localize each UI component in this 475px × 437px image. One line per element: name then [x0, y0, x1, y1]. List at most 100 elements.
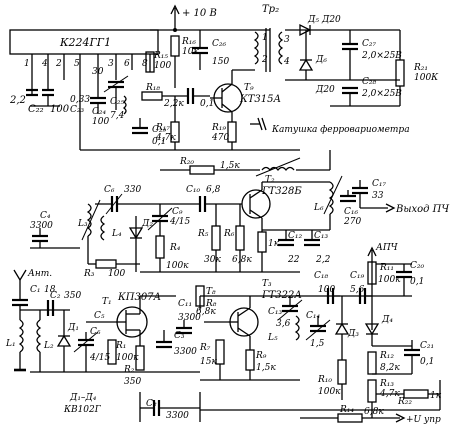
svg-text:270: 270 — [343, 217, 361, 227]
svg-text:КВ102Г: КВ102Г — [63, 405, 102, 415]
svg-text:0,1: 0,1 — [200, 99, 214, 109]
svg-text:3300: 3300 — [174, 347, 197, 357]
ic-pin-4: 4 — [41, 59, 48, 69]
antenna-input: Ант. C₁ 18 C₂ 350 L₁ L₂ — [5, 269, 110, 373]
svg-text:C₁₈: C₁₈ — [314, 271, 328, 281]
svg-text:Д₂: Д₂ — [141, 219, 153, 229]
svg-text:R₁₃: R₁₃ — [379, 379, 394, 389]
svg-text:2,0×25В: 2,0×25В — [361, 89, 402, 99]
svg-text:R₃: R₃ — [83, 269, 95, 279]
stage-t3: T₃ ГТ322А T₈ R₈ 6,8к C₁₁ 3300 R₇ 15к R₉ … — [176, 279, 302, 381]
svg-text:30: 30 — [92, 67, 104, 77]
mixer-stage-t2: T₂ ГТ328Б C₆ 330 C₁₀ 6,8 C₉ 4/15 R₄ 100к — [95, 175, 331, 273]
svg-text:C₂₈: C₂₈ — [362, 77, 376, 87]
svg-text:Д₃: Д₃ — [347, 329, 359, 339]
agc-detector: C₁₃ 3,6 L₅ C₁₄ 1,5 C₁₈ 100 Д₃ R₁₀ 100к — [267, 271, 359, 400]
svg-text:1,5: 1,5 — [310, 339, 325, 349]
svg-text:15к: 15к — [200, 357, 217, 367]
svg-text:470: 470 — [211, 133, 229, 143]
ic-pin-3: 3 — [108, 59, 114, 69]
svg-text:4: 4 — [283, 57, 290, 67]
svg-text:1: 1 — [262, 33, 268, 43]
svg-text:АПЧ: АПЧ — [375, 243, 399, 253]
svg-text:3,6: 3,6 — [276, 319, 291, 329]
svg-text:C₂₀: C₂₀ — [410, 261, 424, 271]
svg-text:100к: 100к — [116, 353, 139, 363]
svg-text:3300: 3300 — [178, 313, 201, 323]
svg-text:2,2к: 2,2к — [163, 99, 184, 109]
svg-text:C₂₂: C₂₂ — [28, 104, 44, 115]
svg-text:C₂₉: C₂₉ — [152, 125, 166, 135]
transistor-t1: T₁ КП307А C₅ R₁ 100к R₂ 350 C₃ 3300 — [86, 292, 200, 387]
svg-text:6,8к: 6,8к — [196, 307, 216, 317]
svg-text:C₈: C₈ — [146, 399, 157, 409]
svg-text:C₂₅: C₂₅ — [110, 97, 124, 107]
svg-text:100: 100 — [154, 61, 171, 71]
svg-text:100: 100 — [108, 269, 125, 279]
svg-text:C₂₇: C₂₇ — [362, 39, 376, 49]
svg-text:2,2: 2,2 — [9, 95, 26, 106]
svg-text:C₆: C₆ — [104, 185, 115, 195]
svg-text:T₈: T₈ — [206, 287, 216, 297]
svg-text:2: 2 — [261, 55, 268, 65]
svg-text:100к: 100к — [318, 387, 341, 397]
svg-text:R₁₇: R₁₇ — [155, 123, 170, 133]
svg-text:C₂: C₂ — [50, 291, 61, 301]
svg-text:0,1: 0,1 — [420, 357, 434, 367]
svg-text:350: 350 — [124, 377, 141, 387]
svg-text:КП307А: КП307А — [117, 292, 161, 303]
svg-text:+ 10 В: + 10 В — [182, 8, 217, 19]
if-output-filter: L₆ C₁₆ 270 C₁₇ 33 Выход ПЧ — [313, 175, 449, 230]
svg-text:330: 330 — [124, 185, 141, 195]
svg-text:1,5к: 1,5к — [220, 161, 240, 171]
svg-text:R₂₁: R₂₁ — [413, 63, 428, 73]
svg-text:R₄: R₄ — [169, 243, 181, 253]
ic-pin-2: 2 — [55, 59, 62, 69]
svg-text:6,8к: 6,8к — [232, 255, 252, 265]
svg-text:Д₁–Д₄: Д₁–Д₄ — [69, 393, 97, 403]
ic-k224gg1: К224ГГ1 1 4 2 5 3 6 8 — [9, 29, 159, 150]
svg-text:L₄: L₄ — [111, 229, 122, 239]
svg-text:R₁: R₁ — [115, 341, 126, 351]
svg-text:33: 33 — [372, 191, 384, 201]
svg-text:Д₆: Д₆ — [315, 55, 327, 65]
svg-text:R₅: R₅ — [197, 229, 209, 239]
svg-text:100: 100 — [50, 104, 70, 115]
svg-text:150: 150 — [212, 57, 229, 67]
svg-text:C₂₄: C₂₄ — [92, 107, 106, 117]
c22-capacitor: 2,2 C₂₂ 100 — [9, 80, 70, 115]
svg-text:R₂: R₂ — [123, 365, 135, 375]
svg-text:22: 22 — [287, 255, 300, 265]
svg-text:R₁₂: R₁₂ — [379, 351, 394, 361]
svg-text:C₅: C₅ — [94, 311, 105, 321]
svg-text:2,2: 2,2 — [315, 255, 331, 265]
ic-label: К224ГГ1 — [59, 36, 111, 49]
svg-text:Д₁: Д₁ — [67, 323, 79, 333]
svg-text:Д20: Д20 — [315, 85, 335, 95]
svg-text:4/15: 4/15 — [89, 353, 110, 363]
svg-text:L₅: L₅ — [267, 333, 278, 343]
svg-text:1к: 1к — [430, 391, 442, 401]
svg-text:R₁₆: R₁₆ — [181, 37, 196, 47]
svg-text:R₁₁: R₁₁ — [379, 263, 394, 273]
supply-line: + 10 В R₁₆ 10к — [150, 4, 270, 88]
ic-pin-6: 6 — [124, 59, 130, 69]
ic-pin-1: 1 — [24, 59, 30, 69]
svg-text:C₁₁: C₁₁ — [178, 299, 192, 309]
svg-text:C₉: C₉ — [172, 207, 183, 217]
svg-text:R₁₈: R₁₈ — [145, 83, 160, 93]
svg-text:R₁₅: R₁₅ — [153, 51, 168, 61]
svg-text:R₉: R₉ — [255, 351, 267, 361]
svg-text:L₂: L₂ — [43, 341, 54, 351]
r17-r18-r19-c29: R₁₈ 2,2к 0,1 R₁₇ 4,7к R₁₉ 470 C₂₉ 0,1 — [100, 83, 300, 151]
svg-text:3300: 3300 — [30, 221, 53, 231]
svg-text:100К: 100К — [414, 73, 439, 83]
svg-text:L₁: L₁ — [5, 339, 16, 349]
transformer-tr2: Тр₂ 1 2 3 4 — [253, 4, 290, 72]
svg-text:C₁: C₁ — [30, 285, 41, 295]
svg-text:L₆: L₆ — [313, 203, 324, 213]
svg-text:ГТ328Б: ГТ328Б — [261, 186, 302, 197]
svg-text:Тр₂: Тр₂ — [262, 4, 279, 15]
svg-text:C₄: C₄ — [40, 211, 51, 221]
